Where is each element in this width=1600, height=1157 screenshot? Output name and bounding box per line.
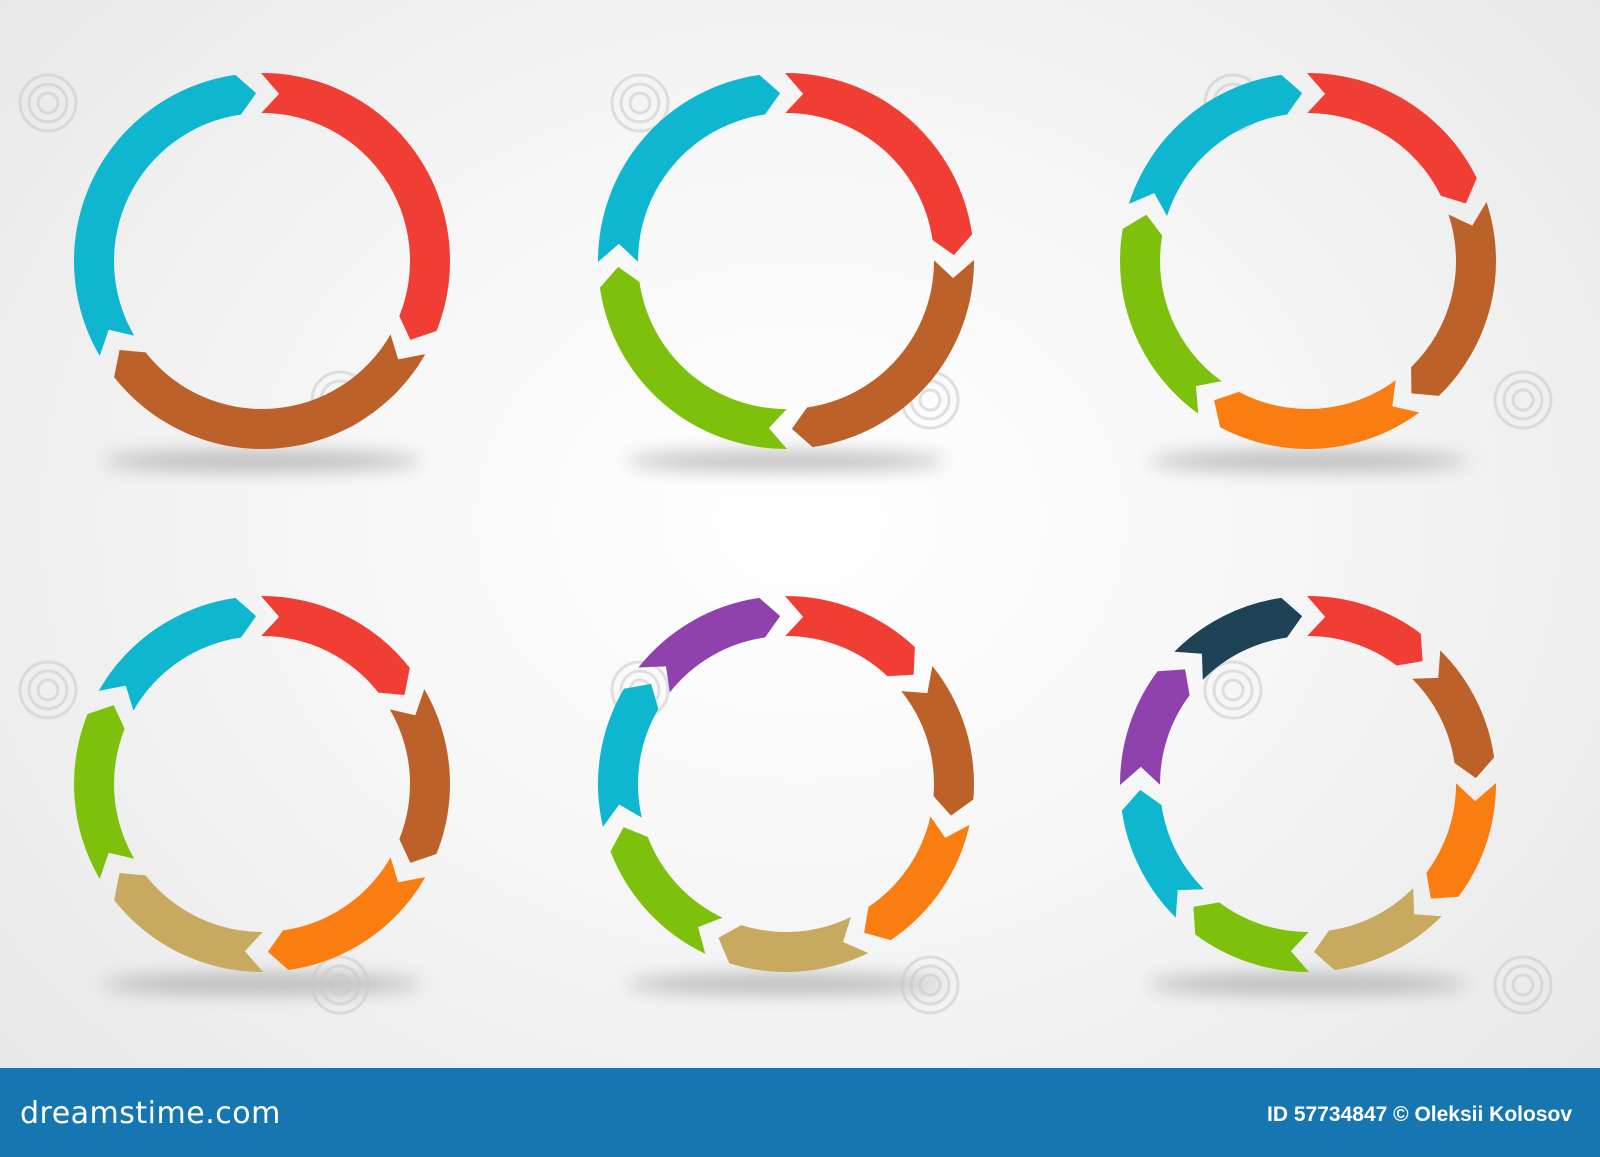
arrow-segment-green: [1120, 214, 1222, 414]
arrow-segment-green: [1193, 902, 1309, 973]
arrow-segment-brown: [389, 689, 451, 863]
cycle-4-step: [597, 72, 975, 450]
watermark-icon: [1493, 370, 1553, 430]
arrow-segment-orange: [864, 816, 970, 941]
arrow-segment-brown: [791, 260, 975, 448]
arrow-segment-tan: [1313, 888, 1442, 971]
ring-shadow: [102, 451, 422, 471]
arrow-segment-tan: [718, 917, 869, 972]
watermark-icon: [18, 73, 78, 133]
ring-shadow: [626, 451, 946, 471]
ring-shadow: [1148, 974, 1468, 994]
cycle-5-step: [1120, 72, 1497, 449]
image-credit: ID 57734847 © Oleksii Kolosov: [1267, 1103, 1572, 1126]
arrow-segment-green: [73, 705, 135, 879]
arrow-segment-red: [261, 595, 410, 695]
watermark-icon: [18, 660, 78, 720]
arrow-segment-orange: [1214, 380, 1420, 449]
watermark-icon: [900, 955, 960, 1015]
watermark-icon: [1203, 660, 1263, 720]
cycle-6-step: [73, 595, 451, 973]
arrow-segment-cyan: [98, 597, 257, 711]
arrow-segment-green: [599, 266, 787, 450]
arrow-segment-orange: [267, 857, 426, 971]
cycle-8-step: [1119, 595, 1497, 973]
arrow-segment-purple: [638, 597, 781, 693]
arrow-segment-cyan: [1121, 789, 1204, 918]
arrow-segment-orange: [1426, 783, 1497, 899]
ring-shadow: [1148, 451, 1468, 471]
arrow-segment-brown: [1412, 650, 1495, 779]
arrow-segment-tan: [114, 873, 263, 973]
arrow-segment-purple: [1119, 669, 1190, 785]
arrow-segment-red: [1307, 595, 1423, 666]
ring-shadow: [102, 974, 422, 994]
arrow-segment-red: [261, 72, 450, 340]
arrow-segment-green: [610, 827, 723, 954]
arrow-segment-navy: [1174, 597, 1303, 680]
arrow-segment-red: [785, 72, 973, 256]
arrow-segment-cyan: [73, 74, 257, 356]
arrow-segment-red: [1307, 72, 1477, 204]
arrow-segment-cyan: [1128, 74, 1303, 216]
arrow-segment-red: [785, 595, 915, 677]
cycle-7-step: [597, 595, 974, 972]
cycle-3-step: [73, 72, 450, 449]
arrow-segment-cyan: [597, 74, 781, 262]
arrow-segment-cyan: [597, 683, 659, 827]
watermark-icon: [1493, 955, 1553, 1015]
watermark-icon: [310, 955, 370, 1015]
arrow-cycle-diagrams: [18, 72, 1553, 1015]
ring-shadow: [626, 974, 946, 994]
watermark-icon: [610, 73, 670, 133]
brand-logo[interactable]: dreamstime.com: [20, 1096, 281, 1131]
arrow-segment-brown: [901, 666, 974, 816]
arrow-segment-brown: [1411, 201, 1497, 396]
footer-bar: dreamstime.com ID 57734847 © Oleksii Kol…: [0, 1068, 1600, 1157]
arrow-segment-brown: [114, 334, 426, 449]
